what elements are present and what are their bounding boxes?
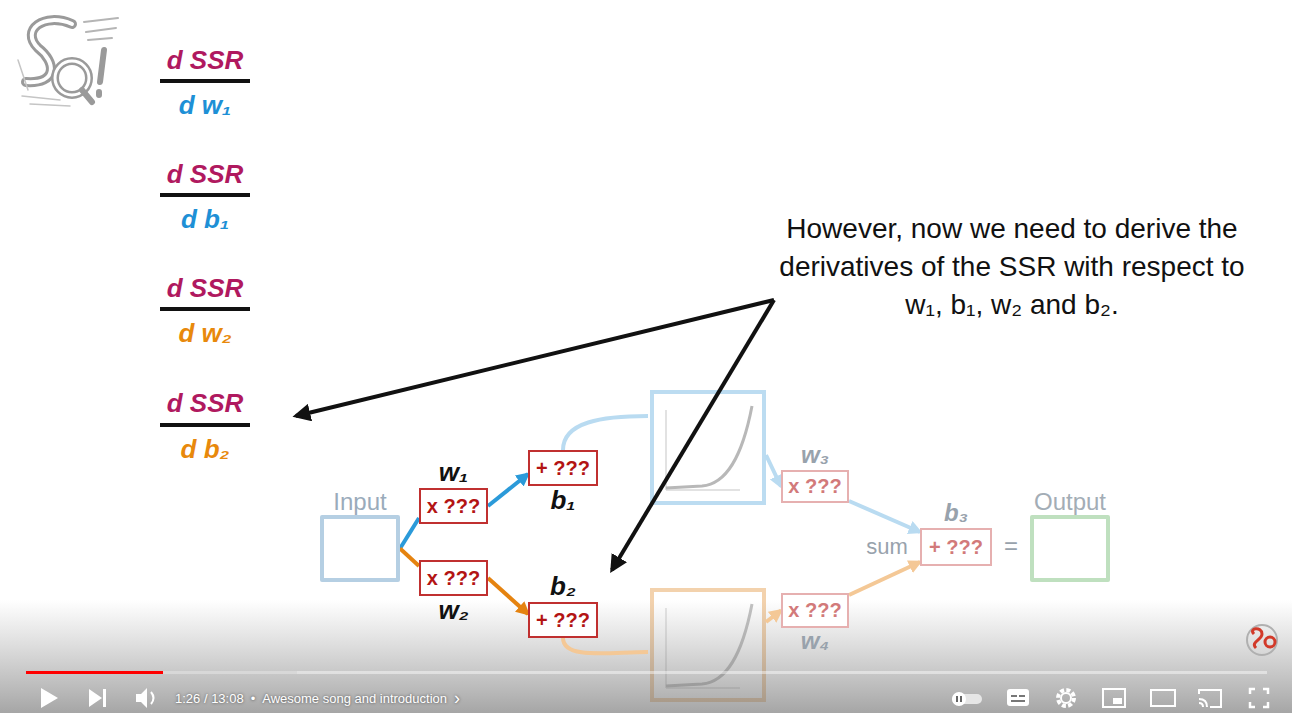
parameter-name: w₄: [801, 627, 829, 655]
connector: [400, 549, 419, 567]
autoplay-toggle: [952, 692, 966, 706]
parameter-name: w₂: [438, 595, 468, 625]
video-time: 1:26 / 13:08: [175, 691, 244, 706]
progress-played: [26, 671, 163, 674]
bias-box: + ???b₁: [528, 450, 598, 486]
fraction-bar: [160, 307, 250, 311]
logo-stroke: [26, 20, 72, 82]
logo-scribble: [18, 60, 70, 106]
callout-note: However, now we need to derive the deriv…: [777, 210, 1247, 324]
fraction-bars: [160, 81, 250, 425]
next-icon: [103, 689, 106, 707]
logo-scribble: [84, 18, 118, 40]
weight-box: w₁x ???: [419, 488, 488, 524]
leader-arrow: [296, 300, 774, 416]
bias-box: b₃+ ???: [920, 528, 992, 566]
player-shade: [0, 600, 1292, 713]
theater-icon: [1151, 690, 1175, 706]
player-controls: [41, 688, 1268, 708]
parameter-placeholder: x ???: [788, 475, 841, 498]
channel-logo: [18, 18, 118, 106]
fraction-bar: [160, 193, 250, 197]
fraction-denominator: d w₂: [150, 318, 260, 349]
fraction-denominator: d b₁: [150, 204, 260, 235]
fraction-numerator: d SSR: [150, 45, 260, 76]
connector: [849, 501, 920, 532]
input-box: Input: [320, 515, 400, 582]
settings-icon: [1061, 693, 1071, 703]
autoplay-toggle: [960, 696, 962, 702]
logo-stroke: [26, 20, 72, 82]
next-icon: [89, 689, 102, 707]
connector: [849, 562, 920, 595]
connector: [488, 578, 528, 614]
logo-stroke: [99, 50, 104, 95]
bias-box: b₂+ ???: [528, 602, 598, 638]
parameter-placeholder: + ???: [536, 457, 590, 480]
logo-stroke: [82, 90, 92, 102]
miniplayer-icon: [1113, 698, 1122, 704]
subtitles-icon: [1007, 689, 1029, 706]
settings-icon: [1058, 690, 1074, 706]
connector: [488, 474, 528, 506]
weight-box: x ???w₄: [781, 593, 849, 628]
equals-sign: =: [998, 531, 1024, 560]
subtitles-icon: [1011, 700, 1025, 702]
output-box: Output: [1030, 515, 1110, 582]
fraction-numerator: d SSR: [150, 273, 260, 304]
fraction-denominator: d b₂: [150, 434, 260, 465]
progress-track: [26, 671, 1267, 674]
volume-icon: [151, 692, 154, 704]
weight-box: x ???w₂: [419, 560, 488, 596]
player-info-row: 1:26 / 13:08 • Awesome song and introducti…: [175, 688, 460, 708]
fullscreen-icon: [1250, 689, 1268, 707]
parameter-name: w₃: [801, 441, 829, 469]
parameter-placeholder: + ???: [536, 609, 590, 632]
parameter-name: b₁: [550, 485, 575, 515]
box-heading: Output: [1034, 488, 1106, 516]
box-heading: Input: [333, 488, 386, 516]
watermark-stroke: [1253, 629, 1262, 648]
cast-icon: [1199, 690, 1221, 707]
fraction-numerator: d SSR: [150, 159, 260, 190]
watermark-stroke: [1265, 637, 1275, 647]
weight-box: w₃x ???: [781, 470, 849, 503]
fraction-bar: [160, 423, 250, 427]
leader-arrow: [612, 300, 774, 570]
parameter-name: w₁: [439, 457, 468, 487]
cast-icon: [1199, 699, 1207, 707]
parameter-name: b₃: [944, 499, 968, 527]
progress-buffer: [26, 671, 297, 674]
parameter-placeholder: x ???: [427, 495, 480, 518]
watermark-logo: [1247, 625, 1277, 655]
parameter-placeholder: + ???: [929, 536, 983, 559]
connector: [400, 518, 419, 549]
chapter-chevron: ›: [454, 688, 460, 709]
miniplayer-icon: [1103, 689, 1125, 707]
fraction-denominator: d w₁: [150, 90, 260, 121]
fraction-numerator: d SSR: [150, 388, 260, 419]
autoplay-toggle: [956, 696, 958, 702]
parameter-name: b₂: [550, 571, 576, 601]
chapter-title: Awesome song and introduction: [262, 691, 447, 706]
parameter-placeholder: x ???: [427, 567, 480, 590]
volume-icon: [136, 688, 147, 708]
fraction-bar: [160, 79, 250, 83]
subtitles-icon: [1011, 695, 1017, 697]
sum-label: sum: [860, 534, 914, 560]
watermark-ring: [1247, 625, 1277, 655]
parameter-placeholder: x ???: [788, 599, 841, 622]
separator-dot: •: [251, 691, 256, 706]
subtitles-icon: [1019, 695, 1025, 697]
play-icon: [41, 688, 58, 708]
activation-curve: [666, 406, 752, 488]
